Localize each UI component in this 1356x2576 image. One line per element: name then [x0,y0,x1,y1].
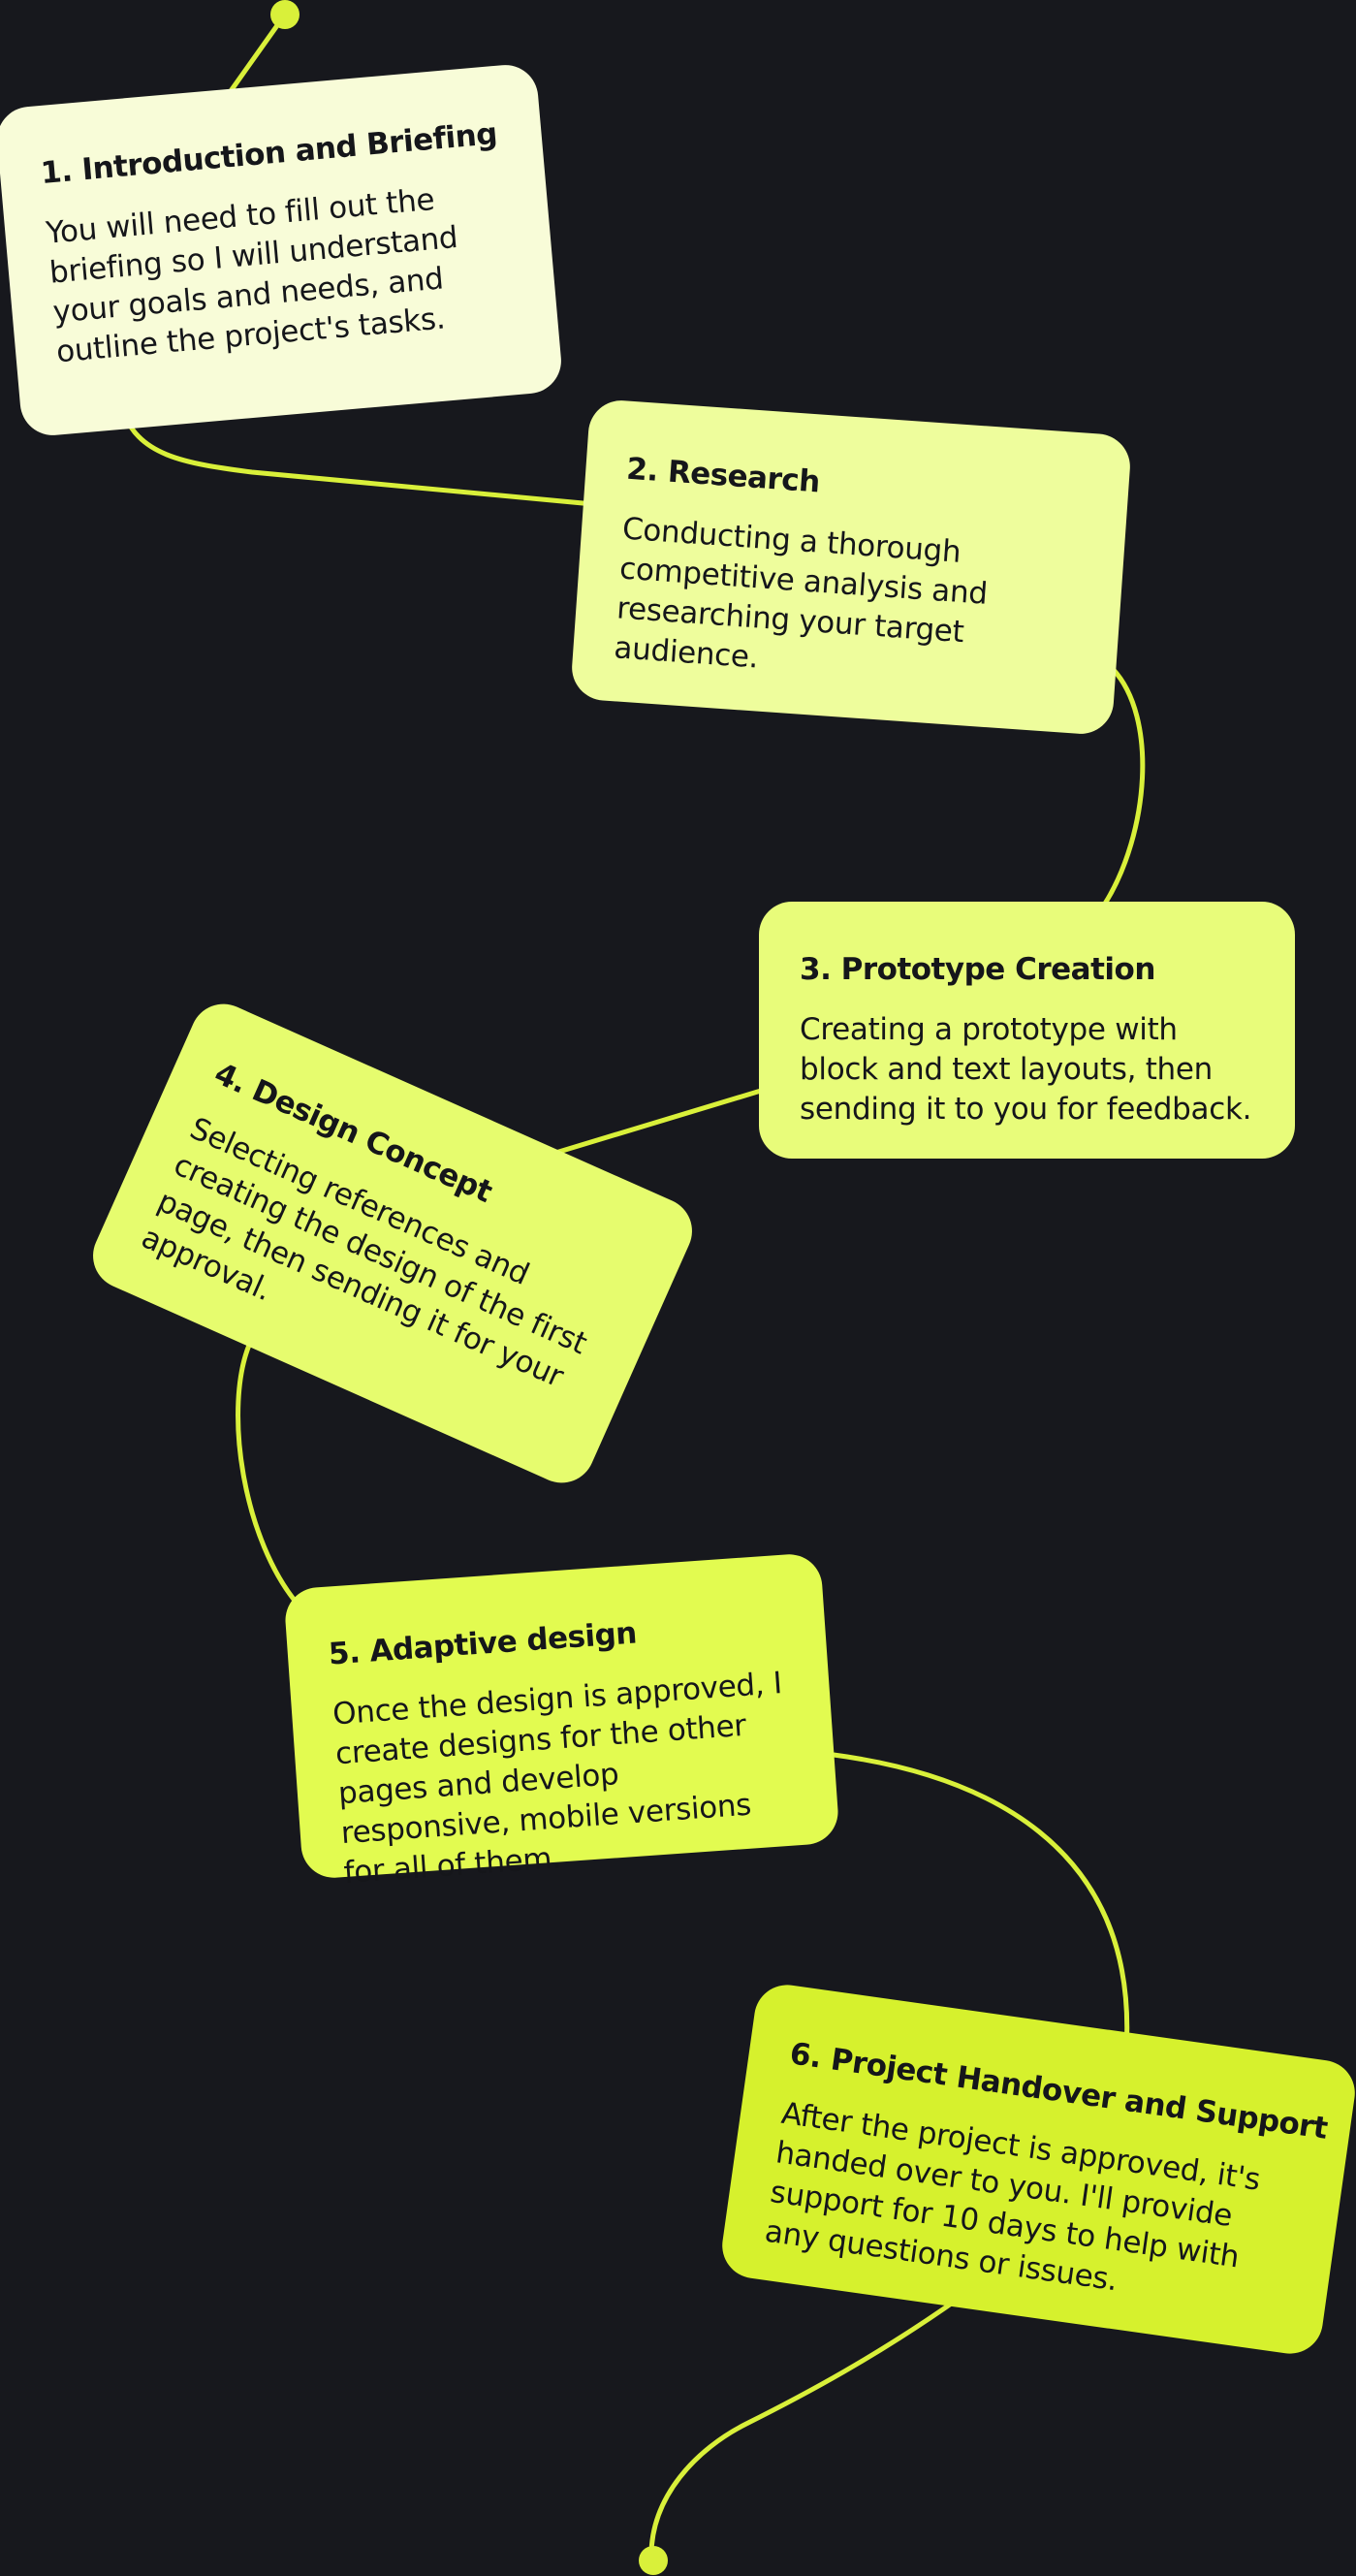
step-description: Conducting a thorough competitive analys… [613,511,989,676]
step-description: Once the design is approved, I create de… [331,1666,783,1892]
step-description: You will need to fill out the briefing s… [45,181,459,370]
step-card-adaptive-design: 5. Adaptive design Once the design is ap… [283,1552,840,1891]
step-card-prototype: 3. Prototype Creation Creating a prototy… [759,902,1295,1159]
connector-5-6 [831,1752,1130,2053]
start-node [270,0,300,29]
step-title: 5. Adaptive design [327,1615,638,1672]
step-title: 2. Research [625,451,821,500]
step-card-research: 2. Research Conducting a thorough compet… [569,398,1133,737]
step-card-introduction: 1. Introduction and Briefing You will ne… [0,62,564,438]
connector-3-4 [550,1088,764,1157]
connector-2-3 [1102,666,1146,906]
step-title: 3. Prototype Creation [800,952,1155,987]
connector-4-5 [236,1340,303,1610]
end-node [639,2546,668,2575]
connector-end [648,2295,962,2562]
step-description: Creating a prototype with block and text… [800,1012,1252,1127]
